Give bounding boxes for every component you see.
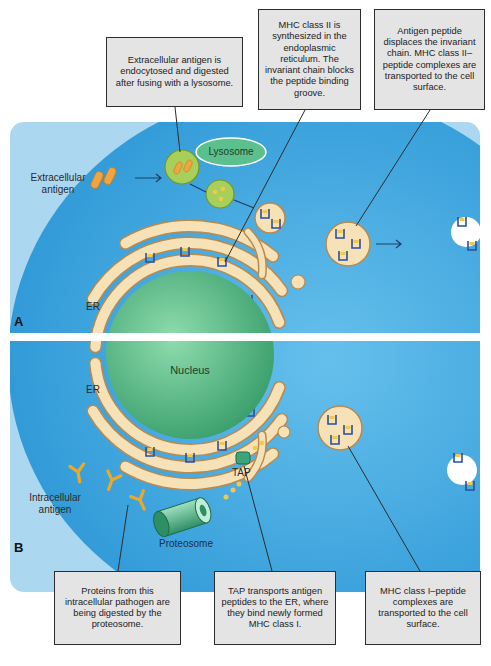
callout-text: MHC class I–peptide complexes are transp… bbox=[369, 586, 477, 631]
panel-letter: A bbox=[14, 316, 30, 328]
shape-label: Nucleus bbox=[105, 364, 275, 376]
part-label: TAP bbox=[232, 467, 262, 479]
callout-text: TAP transports antigen peptides to the E… bbox=[218, 586, 332, 631]
shape-outline bbox=[105, 270, 275, 440]
callout-box: Proteins from this intracellular pathoge… bbox=[54, 571, 181, 645]
callout-box: MHC class II is synthesized in the endop… bbox=[258, 9, 361, 110]
panel-letter: B bbox=[14, 542, 30, 554]
callout-box: MHC class I–peptide complexes are transp… bbox=[365, 571, 481, 645]
callout-box: TAP transports antigen peptides to the E… bbox=[214, 571, 336, 645]
callout-box: Antigen peptide displaces the invariant … bbox=[374, 9, 485, 110]
shape-label: Lysosome bbox=[195, 146, 267, 158]
callout-text: MHC class II is synthesized in the endop… bbox=[262, 20, 357, 98]
lysosome-ellipse: Lysosome bbox=[195, 137, 267, 167]
callout-box: Extracellular antigen is endocytosed and… bbox=[106, 37, 243, 107]
shape-label: Proteosome bbox=[146, 538, 226, 550]
part-label: ER bbox=[86, 301, 106, 313]
nucleus-circle: Nucleus bbox=[105, 270, 275, 440]
part-label: ER bbox=[86, 384, 106, 396]
callout-text: Antigen peptide displaces the invariant … bbox=[378, 26, 481, 93]
callout-text: Extracellular antigen is endocytosed and… bbox=[110, 55, 239, 89]
proteosome-cylinder: Proteosome bbox=[146, 496, 226, 552]
callout-text: Proteins from this intracellular pathoge… bbox=[58, 586, 177, 631]
part-label: Extracellular antigen bbox=[24, 172, 92, 196]
part-label: Intracellular antigen bbox=[16, 492, 94, 516]
